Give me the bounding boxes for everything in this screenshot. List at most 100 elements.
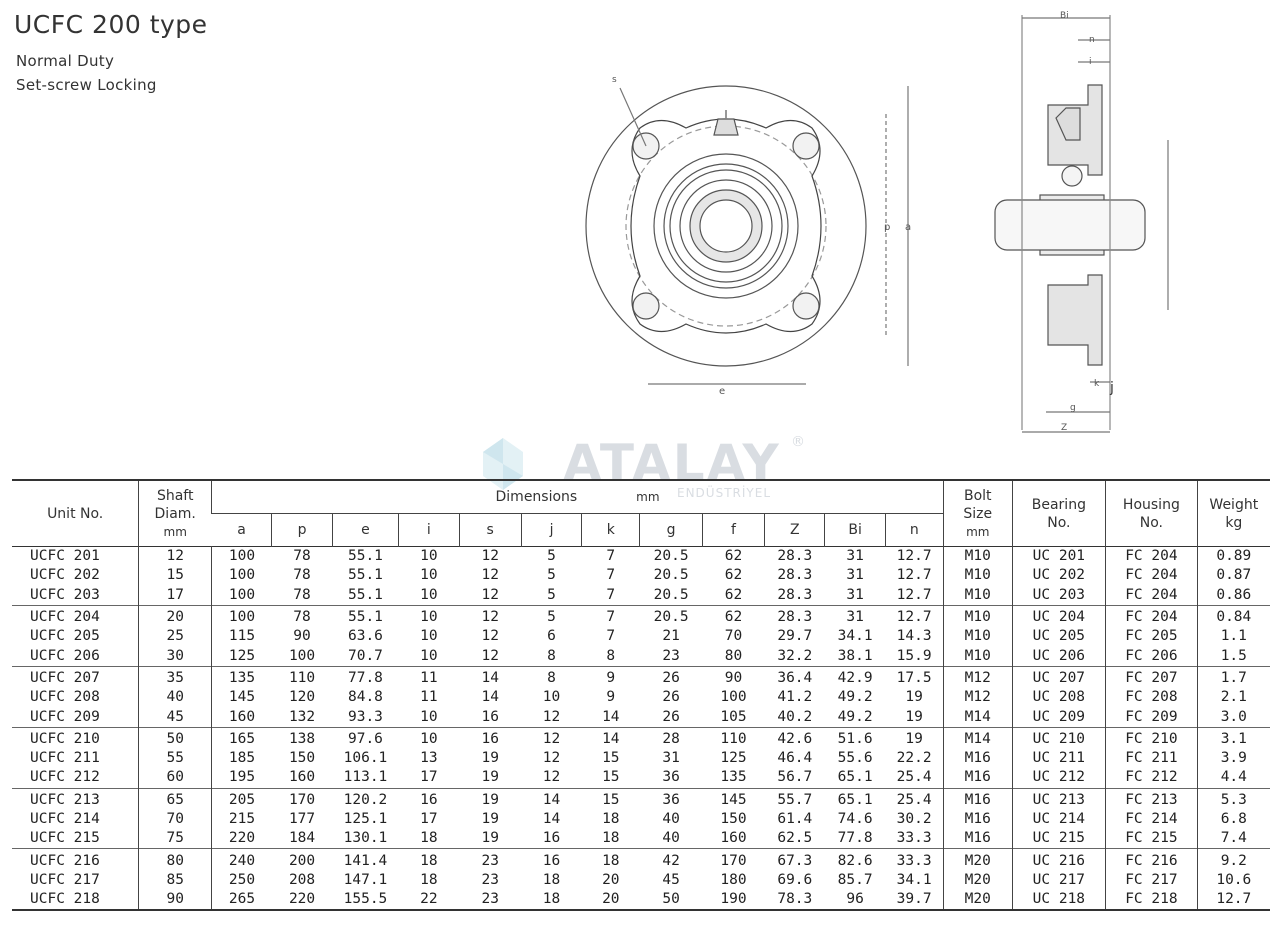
table-cell: 62.5: [777, 830, 813, 847]
table-cell: 6: [547, 628, 556, 645]
table-cell: 10: [398, 604, 460, 628]
table-cell: 28: [639, 726, 703, 749]
table-cell: 16: [459, 726, 522, 749]
table-cell: M10: [942, 546, 1013, 567]
table-cell: 18: [398, 848, 460, 871]
table-cell: 10.6: [1196, 870, 1270, 891]
table-cell: 15: [602, 769, 620, 786]
table-cell: 31: [662, 750, 680, 767]
front-view: [585, 85, 909, 385]
table-cell: 125.1: [343, 811, 388, 827]
table-cell: 19: [905, 708, 923, 725]
table-cell: 8: [606, 647, 616, 664]
table-cell: 145: [211, 688, 272, 708]
table-cell: 12: [542, 750, 561, 767]
table-cell: 20: [138, 604, 212, 628]
table-cell: 34.1: [896, 871, 932, 888]
table-cell: 138: [271, 726, 333, 749]
header-dim-z: Z: [764, 513, 825, 547]
table-cell: 46.4: [777, 750, 813, 767]
header-dim-i: i: [398, 513, 460, 547]
table-cell: 26: [662, 708, 680, 725]
table-cell: M16: [942, 829, 1013, 849]
table-cell: 7: [606, 567, 616, 584]
table-cell: M16: [942, 787, 1013, 810]
table-cell: M20: [942, 870, 1013, 891]
table-cell: 96: [846, 891, 864, 908]
table-cell: 160: [720, 830, 747, 847]
table-cell: 12.7: [885, 604, 944, 628]
table-cell: 32.2: [777, 647, 813, 664]
table-cell: FC 218: [1105, 890, 1198, 911]
table-cell: 55: [138, 748, 212, 769]
table-cell: 100: [211, 585, 272, 606]
table-cell: 3.9: [1196, 748, 1270, 769]
table-cell: 80: [724, 647, 743, 664]
table-cell: 31: [846, 586, 864, 603]
table-cell: 14: [481, 689, 499, 706]
table-cell: 3.0: [1196, 707, 1270, 728]
table-cell: 42: [639, 848, 703, 871]
unit-cell: UCFC 205: [30, 628, 100, 645]
table-cell: 7.4: [1196, 829, 1270, 849]
table-cell: UC 207: [1011, 665, 1106, 689]
table-cell: 22: [420, 891, 438, 908]
spec-table: Unit No. Shaft Diam. mm Dimensions mm Bo…: [12, 479, 1270, 911]
table-cell: 15: [581, 787, 640, 810]
label-a: a: [905, 222, 911, 233]
table-cell: 110: [702, 726, 765, 749]
table-cell: 45: [662, 871, 680, 888]
table-cell: 100: [288, 647, 316, 664]
table-cell: 22.2: [896, 750, 932, 767]
table-cell: 25: [138, 627, 212, 647]
table-cell: 34.1: [837, 628, 873, 645]
table-cell: 84.8: [347, 689, 383, 706]
table-cell: FC 216: [1105, 848, 1198, 871]
header-dim-f: f: [701, 513, 765, 547]
table-cell: 10: [420, 586, 438, 603]
table-cell: 115: [211, 627, 272, 647]
table-cell: FC 214: [1105, 809, 1198, 830]
duty-label: Normal Duty: [16, 52, 115, 70]
unit-cell: UCFC 214: [30, 811, 100, 827]
table-cell: 20.5: [653, 548, 689, 565]
table-cell: FC 215: [1105, 829, 1198, 849]
table-cell: UC 203: [1011, 585, 1106, 606]
table-cell: 18: [542, 891, 561, 908]
table-cell: 12: [481, 548, 499, 565]
table-cell: 185: [211, 748, 272, 769]
header-weight-line2: kg: [1225, 514, 1243, 531]
table-cell: 16: [398, 787, 460, 810]
table-cell: UC 214: [1011, 809, 1106, 830]
header-housing: Housing No.: [1105, 480, 1198, 547]
header-housing-line2: No.: [1139, 514, 1163, 531]
table-cell: 10: [420, 567, 438, 584]
table-cell: 55.6: [837, 750, 873, 767]
header-dim-bi: Bi: [824, 513, 886, 547]
table-cell: 45: [138, 707, 212, 728]
label-p: p: [884, 222, 890, 233]
table-cell: 85: [138, 870, 212, 891]
table-cell: 18: [420, 830, 438, 847]
table-cell: 14: [581, 726, 640, 749]
table-cell: 147.1: [343, 871, 388, 888]
table-cell: 26: [639, 665, 703, 689]
header-bolt-line3: mm: [966, 524, 990, 539]
table-cell: 5: [547, 548, 556, 565]
table-cell: 132: [288, 708, 316, 725]
table-cell: 9: [581, 665, 640, 689]
table-cell: 215: [211, 809, 272, 830]
unit-cell: UCFC 203: [30, 586, 100, 603]
table-cell: 23: [662, 647, 680, 664]
table-cell: 77.8: [332, 665, 399, 689]
table-cell: 1.7: [1196, 665, 1270, 689]
table-cell: 19: [459, 787, 522, 810]
table-cell: 12: [138, 546, 212, 567]
